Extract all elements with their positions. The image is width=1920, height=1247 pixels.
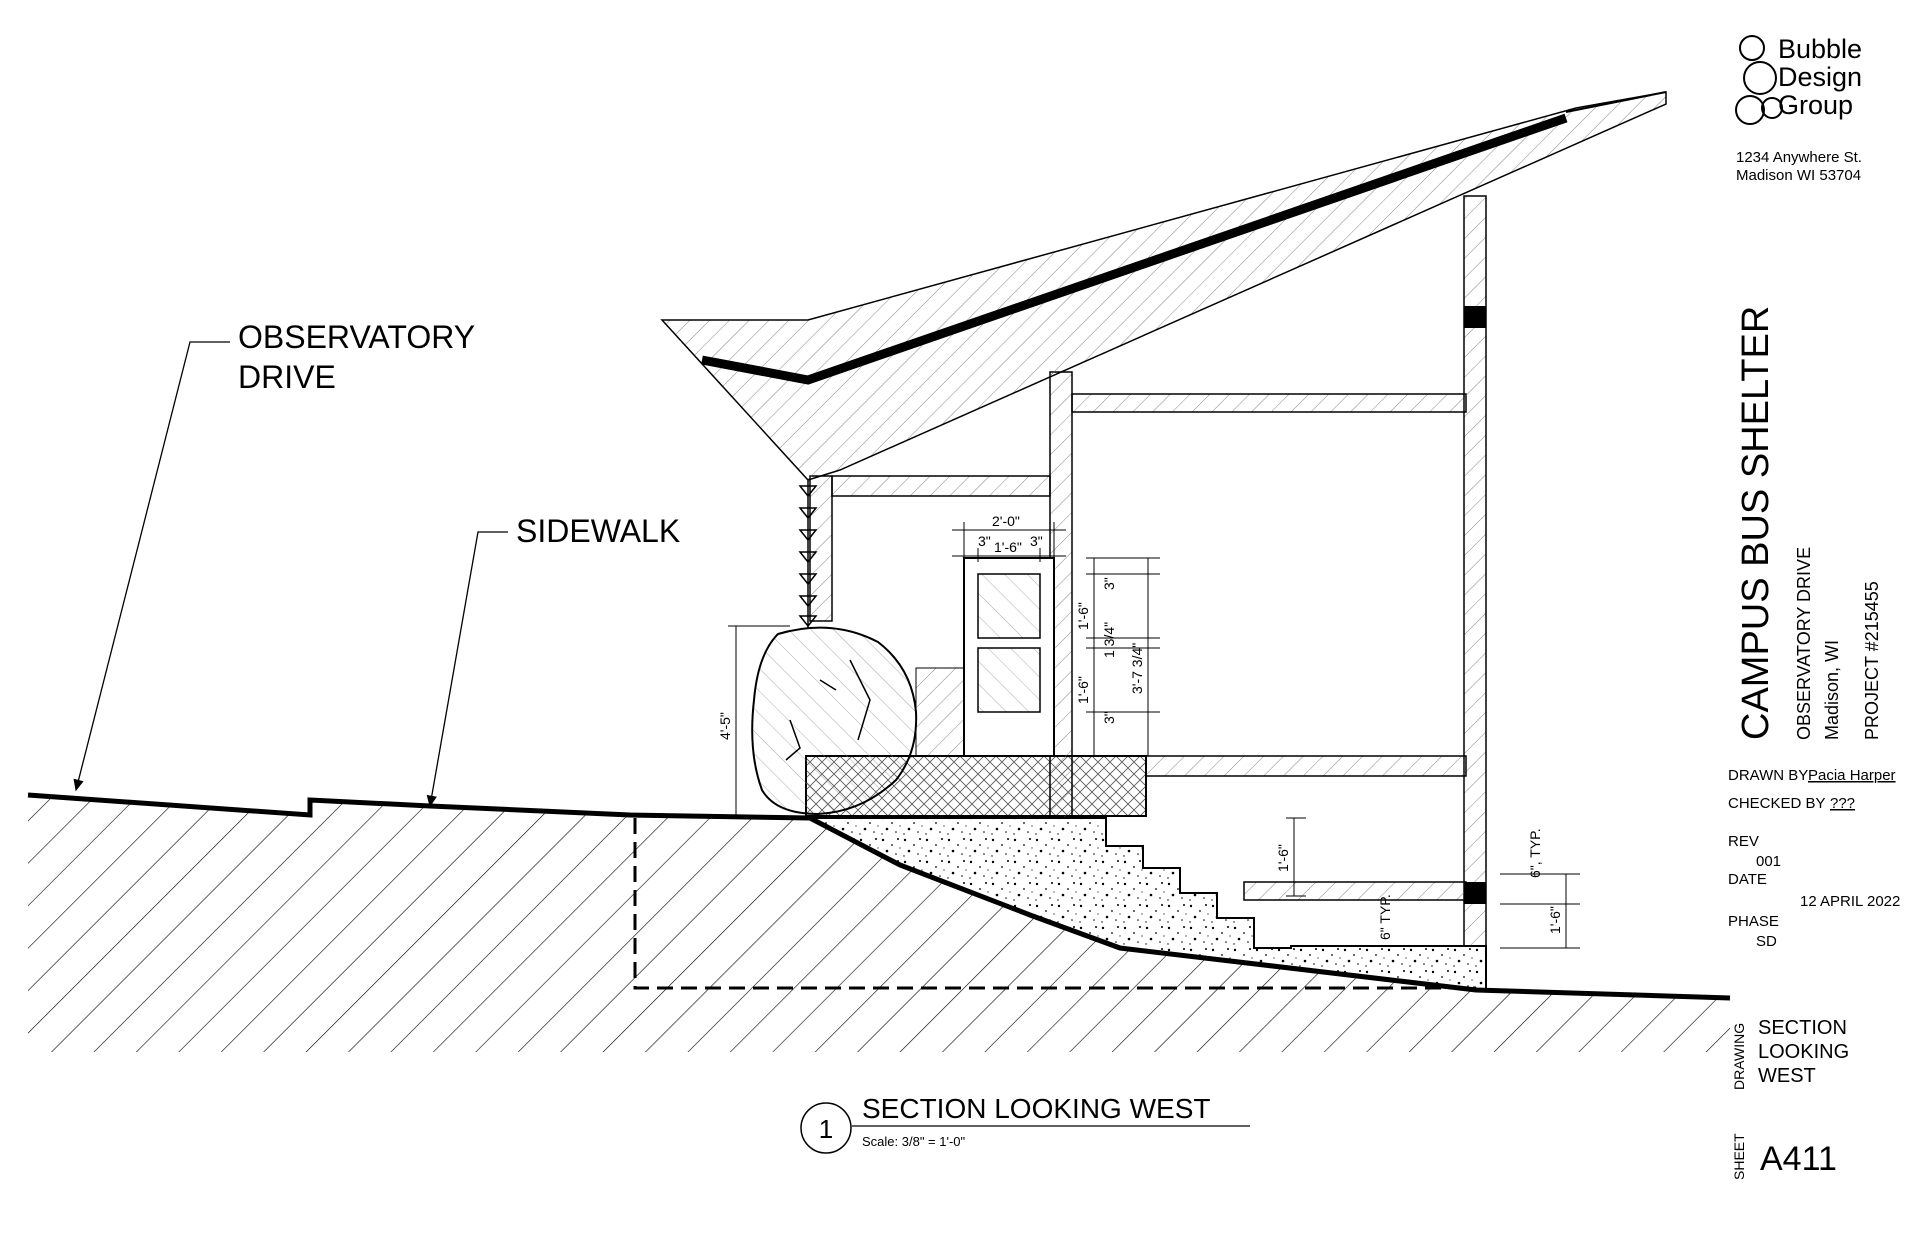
caption-bubble [800, 1102, 852, 1154]
dim-width-overall: 2'-0" [992, 513, 1020, 529]
drawn-by-value: Pacia Harper [1808, 767, 1896, 784]
dim-panel-upper: 1'-6" [1075, 602, 1091, 630]
window-panels [963, 557, 1055, 757]
date-value: 12 APRIL 2022 [1800, 893, 1900, 910]
dim-top-gap: 3" [1101, 577, 1117, 590]
phase-value: SD [1756, 933, 1777, 950]
leaders [73, 341, 508, 808]
dim-width-right: 3" [1030, 533, 1043, 549]
caption-title: SECTION LOOKING WEST [862, 1093, 1210, 1124]
firm-address-2: Madison WI 53704 [1736, 167, 1861, 184]
title-block: Bubble Design Group 1234 Anywhere St. Ma… [1728, 34, 1900, 1180]
firm-logo [1735, 35, 1783, 125]
section-caption: 1 SECTION LOOKING WEST Scale: 3/8" = 1'-… [800, 1093, 1250, 1154]
label-sidewalk: SIDEWALK [516, 513, 680, 549]
drawing-line-3: WEST [1758, 1065, 1816, 1087]
rain-chain [798, 480, 818, 628]
concrete-stairs [809, 817, 1487, 992]
drawing-label: DRAWING [1731, 1023, 1747, 1090]
sheet-label: SHEET [1731, 1133, 1747, 1180]
dim-bottom-gap: 3" [1101, 711, 1117, 724]
logo-line-3: Group [1778, 90, 1853, 120]
checked-by-label: CHECKED BY [1728, 795, 1826, 812]
rev-label: REV [1728, 833, 1759, 850]
dim-step-typ: 6" TYP. [1377, 894, 1393, 940]
dim-boulder-height: 4'-5" [717, 712, 733, 740]
sheet-number: A411 [1760, 1140, 1837, 1178]
project-number: PROJECT #215455 [1862, 581, 1882, 740]
label-observatory-drive-1: OBSERVATORY [238, 319, 475, 355]
firm-address-1: 1234 Anywhere St. [1736, 149, 1862, 166]
checked-by-value: ??? [1830, 795, 1855, 812]
dimension-lines [728, 522, 1580, 949]
project-title: CAMPUS BUS SHELTER [1735, 306, 1777, 740]
logo-line-2: Design [1778, 62, 1862, 92]
label-observatory-drive-2: DRIVE [238, 359, 336, 395]
phase-label: PHASE [1728, 913, 1779, 930]
dim-panel-total: 3'-7 3/4" [1129, 643, 1145, 694]
date-label: DATE [1728, 871, 1767, 888]
dim-width-mid: 1'-6" [994, 539, 1022, 555]
project-street: OBSERVATORY DRIVE [1794, 547, 1814, 740]
rev-value: 001 [1756, 853, 1781, 870]
caption-number: 1 [819, 1114, 833, 1144]
roof [660, 91, 1667, 481]
caption-scale: Scale: 3/8" = 1'-0" [862, 1134, 966, 1149]
dim-gap: 1 3/4" [1101, 622, 1117, 658]
drawing-line-2: LOOKING [1758, 1041, 1849, 1063]
dim-stair-rise: 1'-6" [1275, 844, 1291, 872]
dim-panel-lower: 1'-6" [1075, 676, 1091, 704]
drawn-by-label: DRAWN BY [1728, 767, 1808, 784]
beam-block-upper [1464, 306, 1486, 328]
dim-step-typ-right: 6", TYP. [1527, 828, 1543, 878]
dim-floor-height: 1'-6" [1547, 906, 1563, 934]
drawing-line-1: SECTION [1758, 1017, 1847, 1039]
logo-line-1: Bubble [1778, 34, 1862, 64]
project-city: Madison, WI [1822, 640, 1842, 740]
beam-block-lower [1464, 882, 1486, 904]
dim-width-left: 3" [978, 533, 991, 549]
boulder [751, 626, 965, 816]
